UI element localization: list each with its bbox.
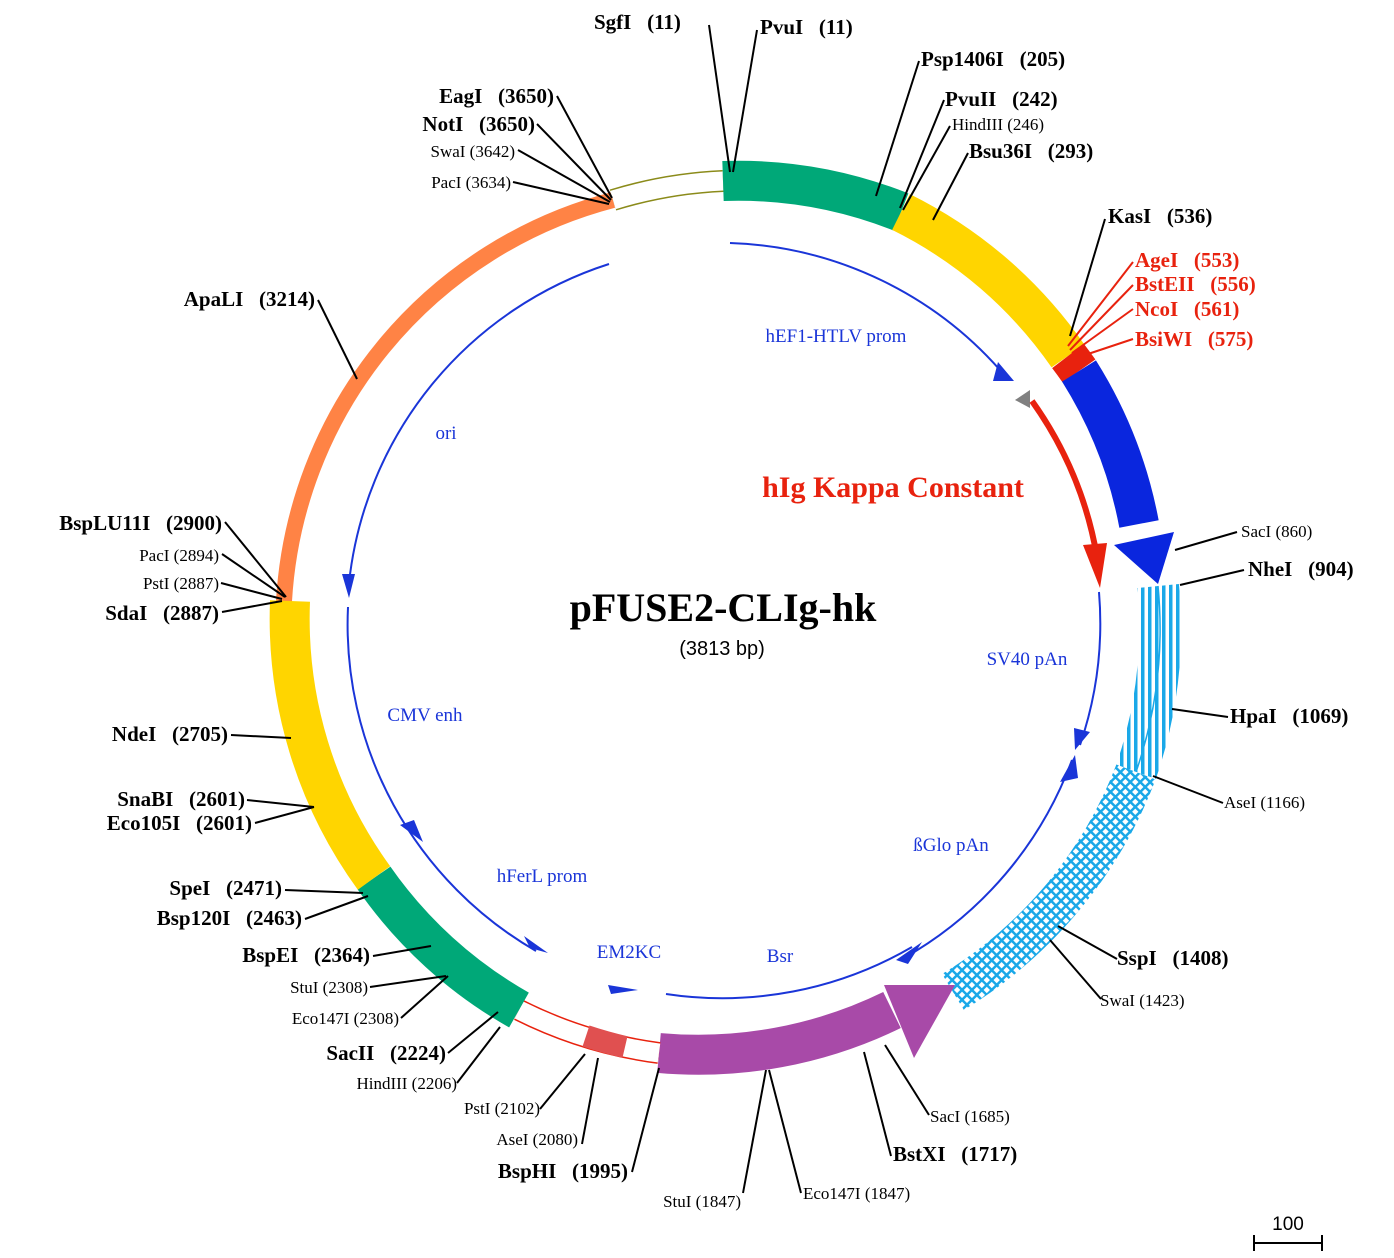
cmv-arrowhead <box>342 574 355 598</box>
site-saci-860: SacI (860) <box>1241 522 1312 541</box>
site-nhei: NheI (904) <box>1248 557 1354 581</box>
site-bsp120i: Bsp120I (2463) <box>157 906 302 930</box>
site-paci-2894: PacI (2894) <box>139 546 219 565</box>
site-hpai: HpaI (1069) <box>1230 704 1348 728</box>
hferl-arrowhead-mid <box>400 820 423 842</box>
sv40-striped-segment <box>1116 583 1181 779</box>
plasmid-size: (3813 bp) <box>679 638 765 660</box>
hef1-green-segment <box>722 160 909 231</box>
site-labels: SgfI (11) PvuI (11) Psp1406I (205) PvuII… <box>59 10 1353 1211</box>
ori-segment <box>276 192 616 602</box>
site-agei: AgeI (553) <box>1135 248 1239 272</box>
site-bsplu11i: BspLU11I (2900) <box>59 511 222 535</box>
cmv-hferl-arrow <box>346 606 537 952</box>
site-sdai: SdaI (2887) <box>105 601 219 625</box>
site-bsu36i: Bsu36I (293) <box>969 139 1093 163</box>
backbone <box>269 160 1181 1075</box>
site-bstxi: BstXI (1717) <box>893 1142 1017 1166</box>
bsr-inner-arrowhead <box>896 942 922 964</box>
site-stui-2308: StuI (2308) <box>290 978 368 997</box>
sv40-arrowhead <box>1074 728 1090 750</box>
site-paci-3634: PacI (3634) <box>431 173 511 192</box>
inner-feature-arrows <box>342 242 1107 1000</box>
site-spei: SpeI (2471) <box>169 876 282 900</box>
em2kc-filled-segment <box>582 1025 628 1058</box>
hig-kappa-label: hIg Kappa Constant <box>762 471 1024 504</box>
site-asei-1166: AseI (1166) <box>1224 793 1305 812</box>
bsr-arrowhead <box>884 985 955 1058</box>
bglo-arrow <box>903 759 1073 959</box>
site-ncoi: NcoI (561) <box>1135 297 1239 321</box>
site-kasi: KasI (536) <box>1108 204 1212 228</box>
site-eco147i-1847: Eco147I (1847) <box>803 1184 910 1203</box>
bsr-inner-arrow <box>665 946 913 1000</box>
hef1-label: hEF1-HTLV prom <box>766 326 907 347</box>
leader-lines <box>220 24 1245 1194</box>
scale-bar: 100 <box>1253 1214 1323 1251</box>
site-swai-1423: SwaI (1423) <box>1100 991 1185 1010</box>
bsr-segment <box>657 991 901 1075</box>
sv40-label: SV40 pAn <box>987 649 1068 670</box>
hig-gray-marker <box>1015 390 1030 408</box>
scale-bar-label: 100 <box>1272 1214 1304 1235</box>
hferl-arrowhead-end <box>524 936 548 953</box>
site-asei-2080: AseI (2080) <box>496 1130 578 1149</box>
site-hindiii-2206: HindIII (2206) <box>356 1074 457 1093</box>
cmv-label: CMV enh <box>387 705 463 726</box>
site-eagi: EagI (3650) <box>439 84 554 108</box>
site-psti-2887: PstI (2887) <box>143 574 219 593</box>
site-noti: NotI (3650) <box>422 112 535 136</box>
site-eco105i: Eco105I (2601) <box>107 811 252 835</box>
site-swai-3642: SwaI (3642) <box>430 142 515 161</box>
site-snabi: SnaBI (2601) <box>117 787 245 811</box>
hig-red-arrow <box>1029 399 1100 558</box>
site-bsphi: BspHI (1995) <box>498 1159 628 1183</box>
site-ndei: NdeI (2705) <box>112 722 228 746</box>
bglo-label: ßGlo pAn <box>913 835 989 856</box>
site-sspi: SspI (1408) <box>1117 946 1228 970</box>
site-psti-2102: PstI (2102) <box>464 1099 540 1118</box>
red-marker-segment <box>1052 343 1096 383</box>
site-bsiwi: BsiWI (575) <box>1135 327 1253 351</box>
site-saci-1685: SacI (1685) <box>930 1107 1010 1126</box>
hef1-arrowhead <box>993 362 1014 381</box>
hef1-arrow <box>729 242 1007 378</box>
site-sgfi: SgfI (11) <box>594 10 681 34</box>
em2kc-arrowhead <box>608 985 638 994</box>
hferl-label: hFerL prom <box>497 866 588 887</box>
site-eco147i-2308: Eco147I (2308) <box>292 1009 399 1028</box>
site-hindiii-246: HindIII (246) <box>952 115 1044 134</box>
hferl-green-segment <box>357 866 529 1028</box>
htlv-yellow-segment <box>891 194 1085 368</box>
plasmid-name: pFUSE2-CLIg-hk <box>570 585 878 630</box>
site-apali: ApaLI (3214) <box>184 287 315 311</box>
bglo-arrowhead-top <box>1060 755 1078 782</box>
bsr-label: Bsr <box>767 946 794 967</box>
hig-red-arrowhead <box>1083 543 1107 588</box>
site-stui-1847: StuI (1847) <box>663 1192 741 1211</box>
site-bspei: BspEI (2364) <box>242 943 370 967</box>
em2kc-label: EM2KC <box>597 942 661 963</box>
cmv-yellow-segment <box>269 600 391 890</box>
site-bsteii: BstEII (556) <box>1135 272 1256 296</box>
hig-kappa-segment <box>1061 360 1159 528</box>
sv40-arrow <box>1079 591 1102 746</box>
site-pvuii: PvuII (242) <box>945 87 1058 111</box>
hig-kappa-arrowhead <box>1114 532 1174 584</box>
site-pvui: PvuI (11) <box>760 15 853 39</box>
ori-label: ori <box>435 423 456 444</box>
bglo-hatched-segment <box>941 764 1156 1010</box>
ori-arrow <box>348 263 610 584</box>
site-sacii: SacII (2224) <box>326 1041 446 1065</box>
site-psp1406i: Psp1406I (205) <box>921 47 1065 71</box>
